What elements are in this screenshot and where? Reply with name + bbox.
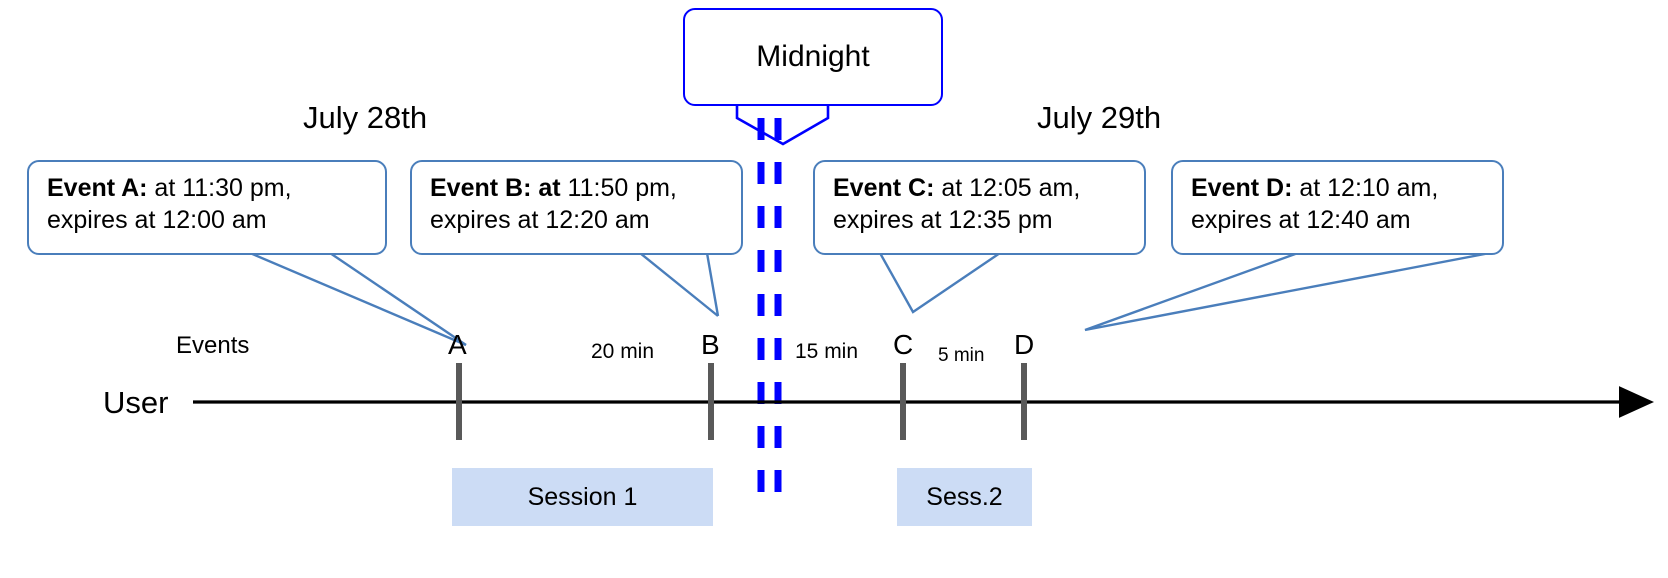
event-marker-label-d: D: [1014, 329, 1035, 360]
callout-tail-event-b-left: [570, 251, 719, 317]
callout-event-c-line1: Event C: at 12:05 am,: [833, 172, 1130, 204]
callout-event-d-line2: expires at 12:40 am: [1191, 206, 1411, 234]
callout-event-c-line1-rest: at 12:05 am,: [934, 174, 1081, 202]
callout-tail-event-c: [878, 252, 1001, 314]
callout-tail-event-a-right: [329, 252, 467, 346]
callout-event-a-lead: Event A:: [47, 174, 148, 202]
event-marker-label-c: C: [893, 329, 914, 360]
event-marker-label-a: A: [448, 329, 467, 360]
callout-event-a-line2: expires at 12:00 am: [47, 206, 267, 234]
callout-event-a: Event A: at 11:30 pm, expires at 12:00 a…: [27, 160, 387, 255]
row-label-events: Events: [176, 332, 250, 359]
callout-tail-event-d: [1084, 251, 1491, 332]
gap-label-c-to-d: 5 min: [938, 345, 985, 366]
callout-event-d-line1: Event D: at 12:10 am,: [1191, 172, 1488, 204]
gap-label-b-to-c: 15 min: [795, 340, 859, 363]
midnight-callout-label: Midnight: [756, 40, 870, 73]
callout-event-b-line2: expires at 12:20 am: [430, 206, 650, 234]
date-label-july-28: July 28th: [303, 100, 428, 135]
row-label-user: User: [103, 385, 169, 420]
callout-event-d-line1-rest: at 12:10 am,: [1292, 174, 1439, 202]
session-box-1-label: Session 1: [527, 482, 638, 511]
midnight-callout: Midnight: [683, 8, 943, 106]
callout-event-d-lead: Event D:: [1191, 174, 1293, 202]
callout-event-c: Event C: at 12:05 am, expires at 12:35 p…: [813, 160, 1146, 255]
session-box-2-label: Sess.2: [926, 482, 1003, 511]
midnight-callout-tail: [735, 104, 830, 146]
callout-event-b-line1-rest: 11:50 pm,: [560, 174, 677, 202]
callout-event-a-line1-rest: at 11:30 pm,: [147, 174, 292, 202]
callout-tail-event-b-right: [705, 252, 720, 317]
callout-event-c-line2: expires at 12:35 pm: [833, 206, 1053, 234]
callout-event-d: Event D: at 12:10 am, expires at 12:40 a…: [1171, 160, 1504, 255]
session-box-1: Session 1: [452, 468, 713, 526]
callout-event-b-lead: Event B: at: [430, 174, 561, 202]
gap-label-a-to-b: 20 min: [591, 340, 655, 363]
date-label-july-29: July 29th: [1037, 100, 1162, 135]
callout-event-a-line1: Event A: at 11:30 pm,: [47, 172, 371, 204]
event-marker-label-b: B: [701, 329, 720, 360]
callout-event-b: Event B: at 11:50 pm, expires at 12:20 a…: [410, 160, 743, 255]
session-box-2: Sess.2: [897, 468, 1032, 526]
callout-event-c-lead: Event C:: [833, 174, 935, 202]
callout-event-b-line1: Event B: at 11:50 pm,: [430, 172, 727, 204]
